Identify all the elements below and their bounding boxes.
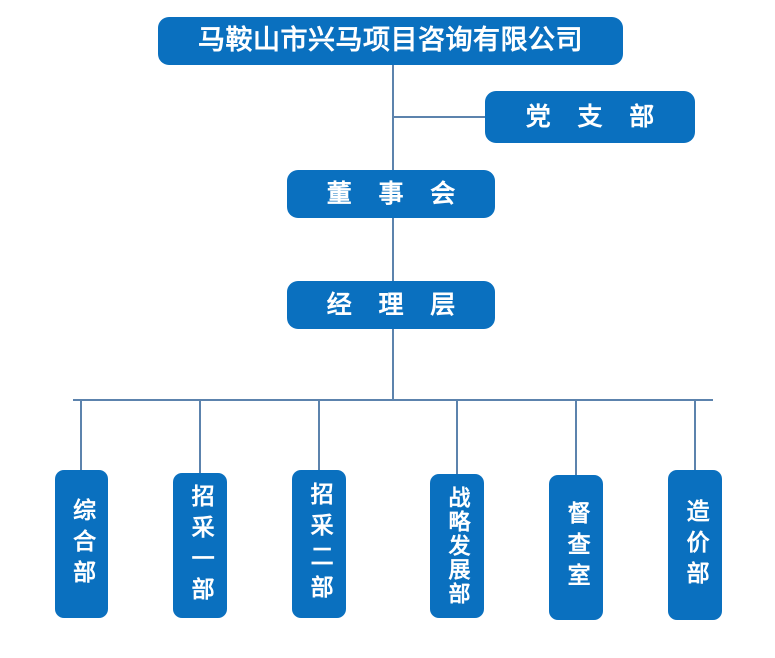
connector-drop-dept-1 xyxy=(80,399,82,471)
connector-drop-dept-5 xyxy=(575,399,577,476)
connector-company-to-party-branch xyxy=(392,116,487,118)
connector-drop-dept-4 xyxy=(456,399,458,475)
connector-management-to-bus xyxy=(392,329,394,401)
connector-department-bus xyxy=(73,399,713,401)
node-dept-general-affairs[interactable]: 综合部 xyxy=(55,470,108,618)
node-company[interactable]: 马鞍山市兴马项目咨询有限公司 xyxy=(158,17,623,65)
connector-drop-dept-2 xyxy=(199,399,201,474)
node-party-branch[interactable]: 党 支 部 xyxy=(485,91,695,143)
node-dept-supervision-office[interactable]: 督查室 xyxy=(549,475,603,620)
connector-board-to-management xyxy=(392,218,394,281)
connector-drop-dept-6 xyxy=(694,399,696,471)
node-dept-procurement-2[interactable]: 招采二部 xyxy=(292,470,346,618)
node-board-of-directors[interactable]: 董 事 会 xyxy=(287,170,495,218)
node-dept-cost-estimation[interactable]: 造价部 xyxy=(668,470,722,620)
connector-drop-dept-3 xyxy=(318,399,320,471)
node-dept-procurement-1[interactable]: 招采一部 xyxy=(173,473,227,618)
node-management[interactable]: 经 理 层 xyxy=(287,281,495,329)
node-dept-strategic-development[interactable]: 战略发展部 xyxy=(430,474,484,618)
